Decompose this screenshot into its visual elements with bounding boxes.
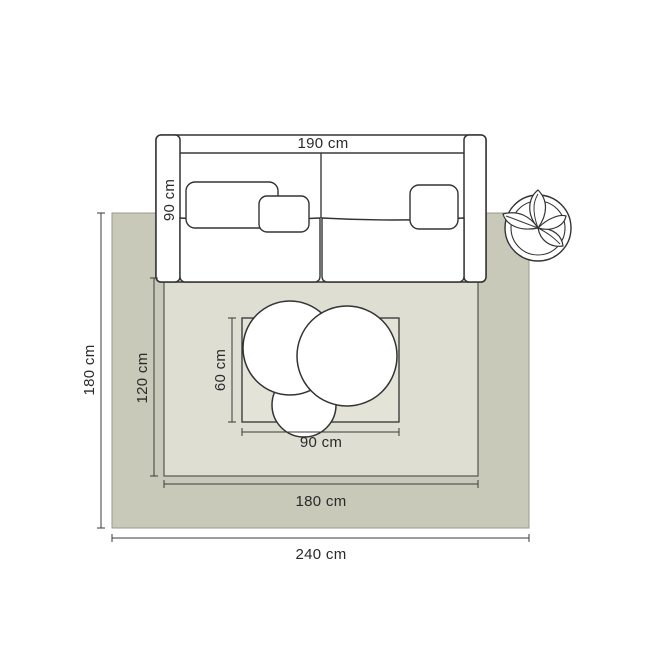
potted-plant-icon [502, 189, 572, 262]
pillow-small-left [258, 195, 310, 233]
label-rug-inner-depth: 120 cm [134, 353, 151, 404]
dimension-lines [97, 212, 530, 542]
large-coffee-table [296, 305, 398, 407]
label-sofa-depth: 90 cm [161, 179, 178, 221]
coffee-tables [242, 300, 398, 438]
sofa-left-arm [155, 134, 181, 283]
label-rug-outer-depth: 180 cm [81, 345, 98, 396]
sofa-right-seat-cushion [321, 217, 465, 283]
label-rug-inner-width: 180 cm [296, 493, 347, 510]
sofa-right-arm [463, 134, 487, 283]
label-rug-outer-width: 240 cm [296, 546, 347, 563]
sofa [155, 134, 487, 283]
label-sofa-width: 190 cm [298, 135, 349, 152]
pillow-right [409, 184, 459, 230]
label-table-rug-width: 90 cm [300, 434, 342, 451]
label-table-rug-depth: 60 cm [212, 349, 229, 391]
